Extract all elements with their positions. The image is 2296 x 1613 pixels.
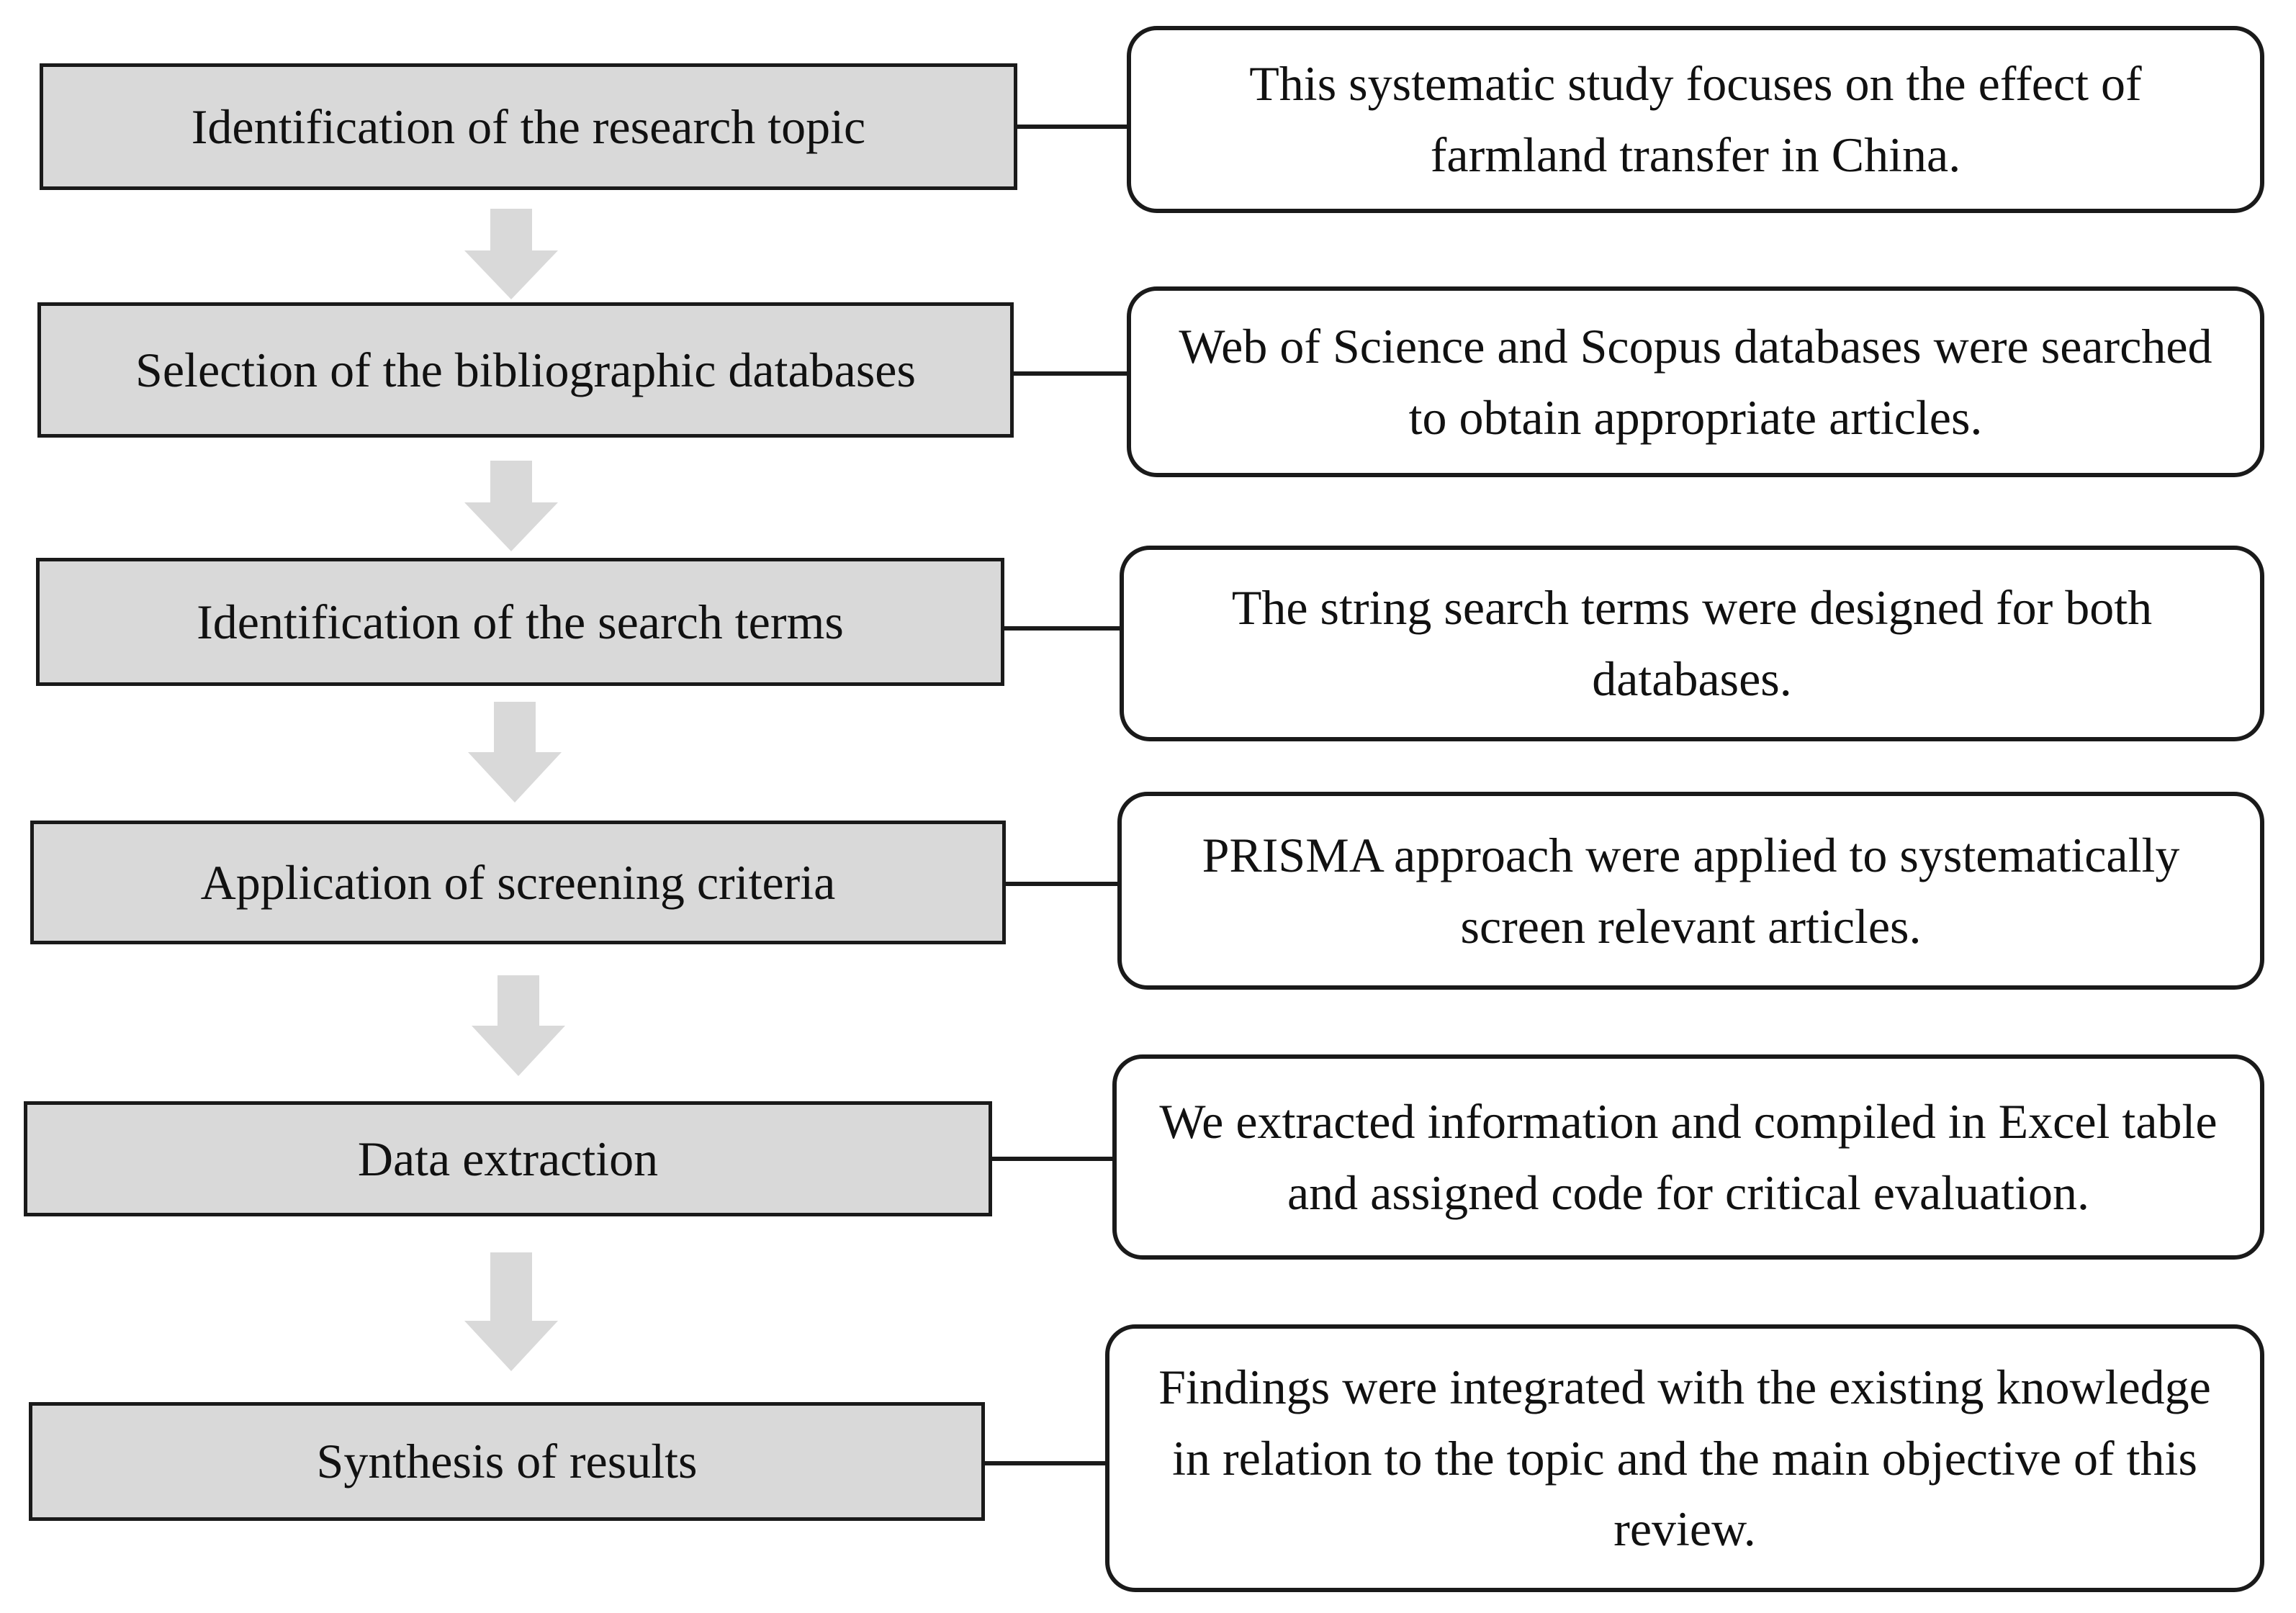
description-text: PRISMA approach were applied to systemat… (1202, 827, 2180, 954)
step-label: Selection of the bibliographic databases (135, 342, 916, 397)
connector-line (1006, 882, 1120, 886)
description-box-bibliographic-databases: Web of Science and Scopus databases were… (1127, 286, 2264, 477)
down-arrow-icon (464, 1252, 558, 1371)
description-text: Web of Science and Scopus databases were… (1179, 318, 2212, 445)
description-box-research-topic: This systematic study focuses on the eff… (1127, 26, 2264, 213)
down-arrow-icon (472, 975, 565, 1076)
down-arrow-icon (464, 209, 558, 299)
description-box-screening-criteria: PRISMA approach were applied to systemat… (1117, 792, 2264, 990)
description-box-synthesis-of-results: Findings were integrated with the existi… (1105, 1324, 2264, 1592)
step-label: Identification of the research topic (191, 99, 866, 154)
description-box-data-extraction: We extracted information and compiled in… (1112, 1054, 2264, 1260)
connector-line (1017, 125, 1129, 129)
step-box-screening-criteria: Application of screening criteria (30, 821, 1006, 944)
step-box-bibliographic-databases: Selection of the bibliographic databases (37, 302, 1014, 438)
down-arrow-icon (468, 702, 562, 803)
step-box-research-topic: Identification of the research topic (40, 63, 1017, 190)
connector-line (985, 1461, 1109, 1465)
step-box-search-terms: Identification of the search terms (36, 558, 1004, 686)
step-label: Identification of the search terms (197, 594, 844, 649)
step-label: Data extraction (357, 1131, 659, 1186)
description-text: We extracted information and compiled in… (1159, 1093, 2218, 1220)
step-label: Application of screening criteria (200, 854, 836, 910)
description-text: Findings were integrated with the existi… (1158, 1360, 2211, 1557)
step-label: Synthesis of results (316, 1434, 698, 1488)
description-text: This systematic study focuses on the eff… (1249, 56, 2142, 182)
description-text: The string search terms were designed fo… (1231, 580, 2153, 706)
step-box-data-extraction: Data extraction (24, 1101, 992, 1216)
step-box-synthesis-of-results: Synthesis of results (29, 1402, 985, 1521)
connector-line (992, 1157, 1116, 1161)
down-arrow-icon (464, 461, 558, 551)
connector-line (1004, 626, 1123, 631)
description-box-search-terms: The string search terms were designed fo… (1120, 546, 2264, 741)
connector-line (1014, 371, 1129, 376)
